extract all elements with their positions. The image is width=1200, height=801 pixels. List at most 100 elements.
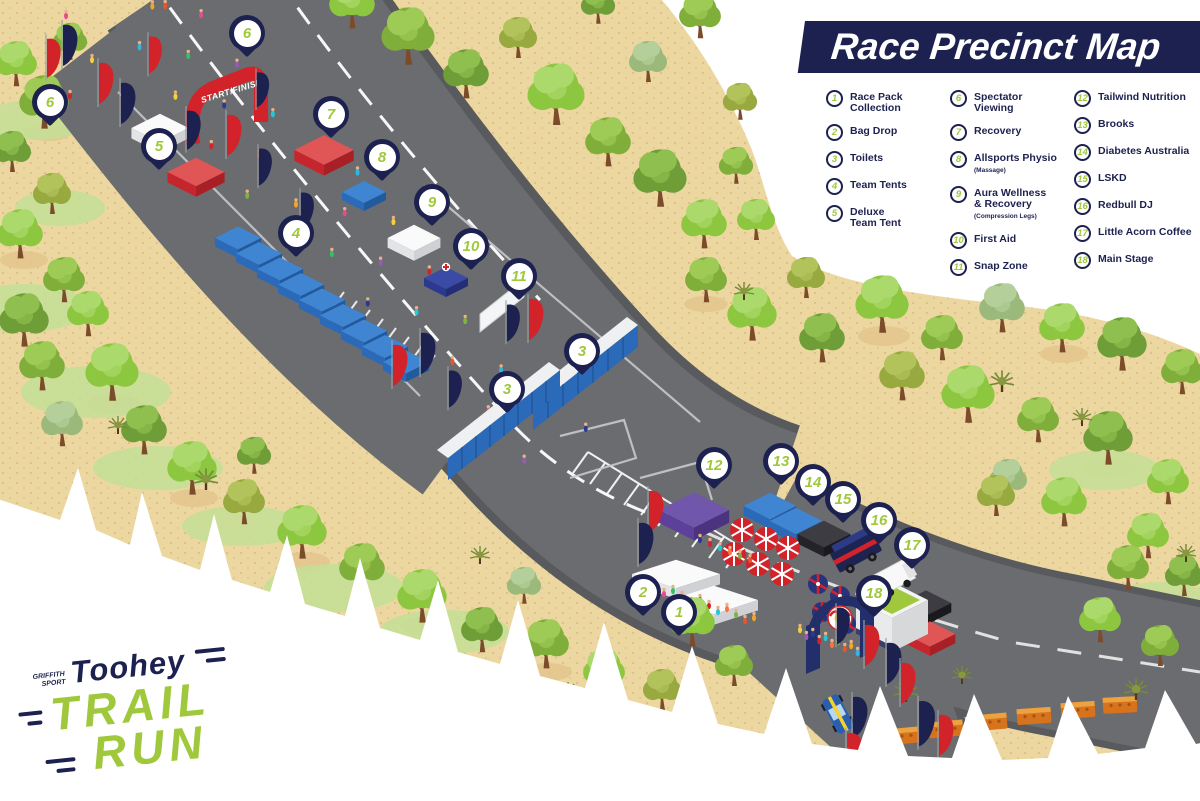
map-pin-11: 11 (501, 258, 537, 308)
legend-label: Snap Zone (974, 260, 1028, 272)
legend-label: Toilets (850, 152, 884, 164)
legend-item-17: 17 Little Acorn Coffee (1074, 225, 1200, 242)
legend-item-15: 15 LSKD (1074, 171, 1200, 188)
legend-badge: 4 (826, 178, 843, 195)
legend-label: Allsports Physio(Massage) (974, 152, 1057, 175)
legend-badge: 9 (950, 186, 967, 203)
pin-number: 2 (629, 578, 657, 606)
legend-badge: 3 (826, 151, 843, 168)
legend-sublabel: (Compression Legs) (974, 213, 1037, 220)
pin-number: 7 (317, 100, 345, 128)
toilets-row (437, 362, 560, 480)
pin-number: 10 (457, 232, 485, 260)
pin-number: 3 (568, 337, 596, 365)
pin-number: 6 (233, 19, 261, 47)
map-pin-9: 9 (414, 184, 450, 234)
legend-item-12: 12 Tailwind Nutrition (1074, 90, 1200, 107)
legend-badge: 13 (1074, 117, 1091, 134)
legend-badge: 18 (1074, 252, 1091, 269)
first-aid-tent (424, 262, 468, 297)
legend-badge: 12 (1074, 90, 1091, 107)
legend-item-14: 14 Diabetes Australia (1074, 144, 1200, 161)
legend-badge: 11 (950, 259, 967, 276)
map-pin-8: 8 (364, 139, 400, 189)
legend-label: Main Stage (1098, 253, 1154, 265)
legend-label: Recovery (974, 125, 1022, 137)
pin-number: 3 (493, 375, 521, 403)
map-pin-2: 2 (625, 574, 661, 624)
redbull-dj-truck (830, 528, 882, 574)
rally-car (820, 694, 855, 734)
legend-label: First Aid (974, 233, 1017, 245)
pin-number: 1 (665, 598, 693, 626)
map-pin-17: 17 (894, 527, 930, 577)
pin-number: 8 (368, 143, 396, 171)
legend-item-11: 11 Snap Zone (950, 259, 1074, 276)
legend-badge: 15 (1074, 171, 1091, 188)
title-banner: Race Precinct Map (797, 21, 1200, 73)
legend-label: Tailwind Nutrition (1098, 91, 1186, 103)
legend-label: LSKD (1098, 172, 1127, 184)
pin-number: 15 (829, 485, 857, 513)
map-pin-18: 18 (856, 575, 892, 625)
pin-number: 4 (282, 219, 310, 247)
pin-number: 9 (418, 188, 446, 216)
map-pin-14: 14 (795, 464, 831, 514)
legend-label: Bag Drop (850, 125, 898, 137)
map-pin-5: 5 (141, 128, 177, 178)
legend-item-13: 13 Brooks (1074, 117, 1200, 134)
legend-item-10: 10 First Aid (950, 232, 1074, 249)
map-pin-15: 15 (825, 481, 861, 531)
legend-column: 12 Tailwind Nutrition 13 Brooks 14 Diabetes A… (1074, 90, 1200, 276)
legend-label: Little Acorn Coffee (1098, 226, 1192, 238)
pin-number: 17 (898, 531, 926, 559)
speed-line (45, 757, 76, 765)
map-pin-10: 10 (453, 228, 489, 278)
legend-badge: 10 (950, 232, 967, 249)
pin-number: 5 (145, 132, 173, 160)
legend-sublabel: (Massage) (974, 167, 1006, 174)
map-pin-3: 3 (489, 371, 525, 421)
legend-item-16: 16 Redbull DJ (1074, 198, 1200, 215)
pin-number: 14 (799, 468, 827, 496)
map-pin-1: 1 (661, 594, 697, 644)
grass-silhouette (0, 468, 1200, 801)
legend-label: Aura Wellness& Recovery(Compression Legs… (974, 187, 1047, 221)
legend-label: Diabetes Australia (1098, 145, 1190, 157)
map-pin-6: 6 (32, 84, 68, 134)
speed-line (27, 720, 43, 726)
pin-number: 16 (865, 506, 893, 534)
map-pin-6: 6 (229, 15, 265, 65)
page-title: Race Precinct Map (829, 26, 1163, 67)
map-pin-7: 7 (313, 96, 349, 146)
legend-badge: 14 (1074, 144, 1091, 161)
map-pin-16: 16 (861, 502, 897, 552)
speed-line (56, 767, 76, 774)
legend-label: Redbull DJ (1098, 199, 1153, 211)
legend-badge: 5 (826, 205, 843, 222)
legend-badge: 17 (1074, 225, 1091, 242)
legend-item-9: 9 Aura Wellness& Recovery(Compression Leg… (950, 186, 1074, 222)
legend-label: Brooks (1098, 118, 1135, 130)
map-pin-3: 3 (564, 333, 600, 383)
pin-number: 12 (700, 451, 728, 479)
pin-number: 18 (860, 579, 888, 607)
pin-number: 13 (767, 447, 795, 475)
legend-badge: 16 (1074, 198, 1091, 215)
pin-number: 11 (505, 262, 533, 290)
legend-badge: 1 (826, 90, 843, 107)
legend-badge: 6 (950, 90, 967, 107)
